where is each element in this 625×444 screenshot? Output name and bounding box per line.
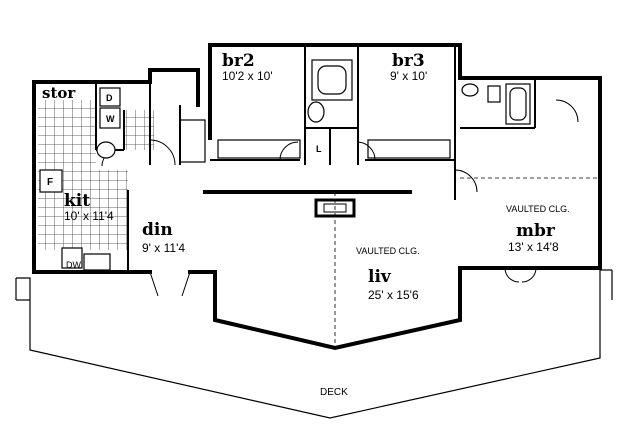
kit-size: 10' x 11'4	[64, 209, 114, 223]
dryer-icon	[99, 87, 121, 107]
dishwasher-icon	[83, 253, 111, 271]
liv-size: 25' x 15'6	[368, 288, 419, 302]
washer-icon	[99, 107, 121, 129]
liv-note: VAULTED CLG.	[356, 246, 420, 256]
washer-label: W	[106, 114, 115, 124]
mbr-label: mbr	[516, 221, 556, 241]
mbr-size: 13' x 14'8	[508, 240, 559, 254]
br2-size: 10'2 x 10'	[222, 69, 273, 83]
br3-size: 9' x 10'	[390, 69, 427, 83]
bath-fixtures	[96, 59, 531, 159]
fridge-label: F	[47, 177, 53, 188]
dryer-label: D	[106, 93, 113, 103]
fridge-icon	[39, 169, 63, 193]
fixture-labels: W D F DW L	[47, 93, 322, 270]
room-labels: stor kit 10' x 11'4 din 9' x 11'4 br2 10…	[42, 51, 570, 398]
closets	[179, 119, 451, 163]
din-label: din	[142, 220, 173, 240]
fireplace	[314, 198, 356, 218]
br2-label: br2	[222, 51, 255, 71]
linen-label: L	[316, 144, 322, 154]
stor-label: stor	[42, 84, 76, 102]
deck-label: DECK	[320, 387, 348, 398]
appliances	[39, 87, 121, 271]
kit-label: kit	[64, 191, 90, 211]
mbr-note: VAULTED CLG.	[506, 204, 570, 214]
dishwasher-label: DW	[66, 260, 81, 270]
vaulted-ceiling-lines	[334, 177, 600, 348]
din-size: 9' x 11'4	[142, 241, 185, 255]
kitchen-sink-icon	[61, 247, 83, 269]
liv-label: liv	[368, 267, 392, 287]
br3-label: br3	[392, 51, 425, 71]
interior-walls	[95, 45, 536, 272]
